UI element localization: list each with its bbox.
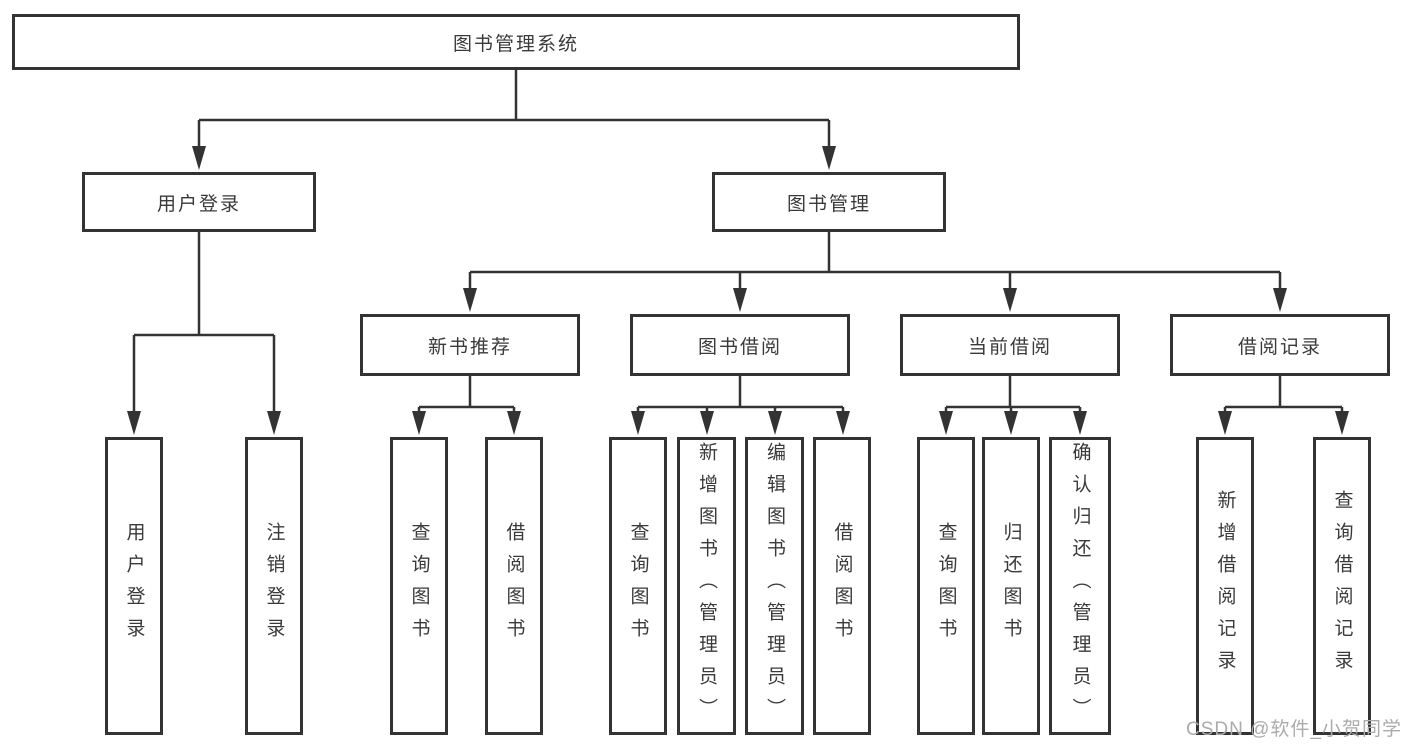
leaf-borrow-book-borrowing: 借阅图书 bbox=[813, 437, 871, 735]
leaf-return-book: 归还图书 bbox=[982, 437, 1040, 735]
leaf-edit-book-admin: 编辑图书（管理员） bbox=[745, 437, 804, 735]
node-user-login: 用户登录 bbox=[82, 172, 316, 232]
leaf-query-book-borrowing: 查询图书 bbox=[609, 437, 667, 735]
leaf-add-borrow-record: 新增借阅记录 bbox=[1196, 437, 1254, 735]
leaf-query-book-recommend: 查询图书 bbox=[390, 437, 448, 735]
leaf-add-book-admin: 新增图书（管理员） bbox=[677, 437, 736, 735]
leaf-query-borrow-record: 查询借阅记录 bbox=[1313, 437, 1371, 735]
node-current-borrowing: 当前借阅 bbox=[900, 314, 1120, 376]
node-book-borrowing: 图书借阅 bbox=[630, 314, 850, 376]
node-root: 图书管理系统 bbox=[12, 14, 1020, 70]
node-borrowing-records: 借阅记录 bbox=[1170, 314, 1390, 376]
leaf-query-book-current: 查询图书 bbox=[917, 437, 975, 735]
csdn-watermark: CSDN @软件_小贺同学 bbox=[1186, 719, 1402, 740]
arrowheads bbox=[127, 146, 1349, 435]
leaf-borrow-book-recommend: 借阅图书 bbox=[485, 437, 543, 735]
leaf-logout-login: 注销登录 bbox=[245, 437, 303, 735]
node-new-book-recommend: 新书推荐 bbox=[360, 314, 580, 376]
leaf-user-login: 用户登录 bbox=[105, 437, 163, 735]
leaf-confirm-return-admin: 确认归还（管理员） bbox=[1049, 437, 1111, 735]
node-book-management: 图书管理 bbox=[712, 172, 946, 232]
